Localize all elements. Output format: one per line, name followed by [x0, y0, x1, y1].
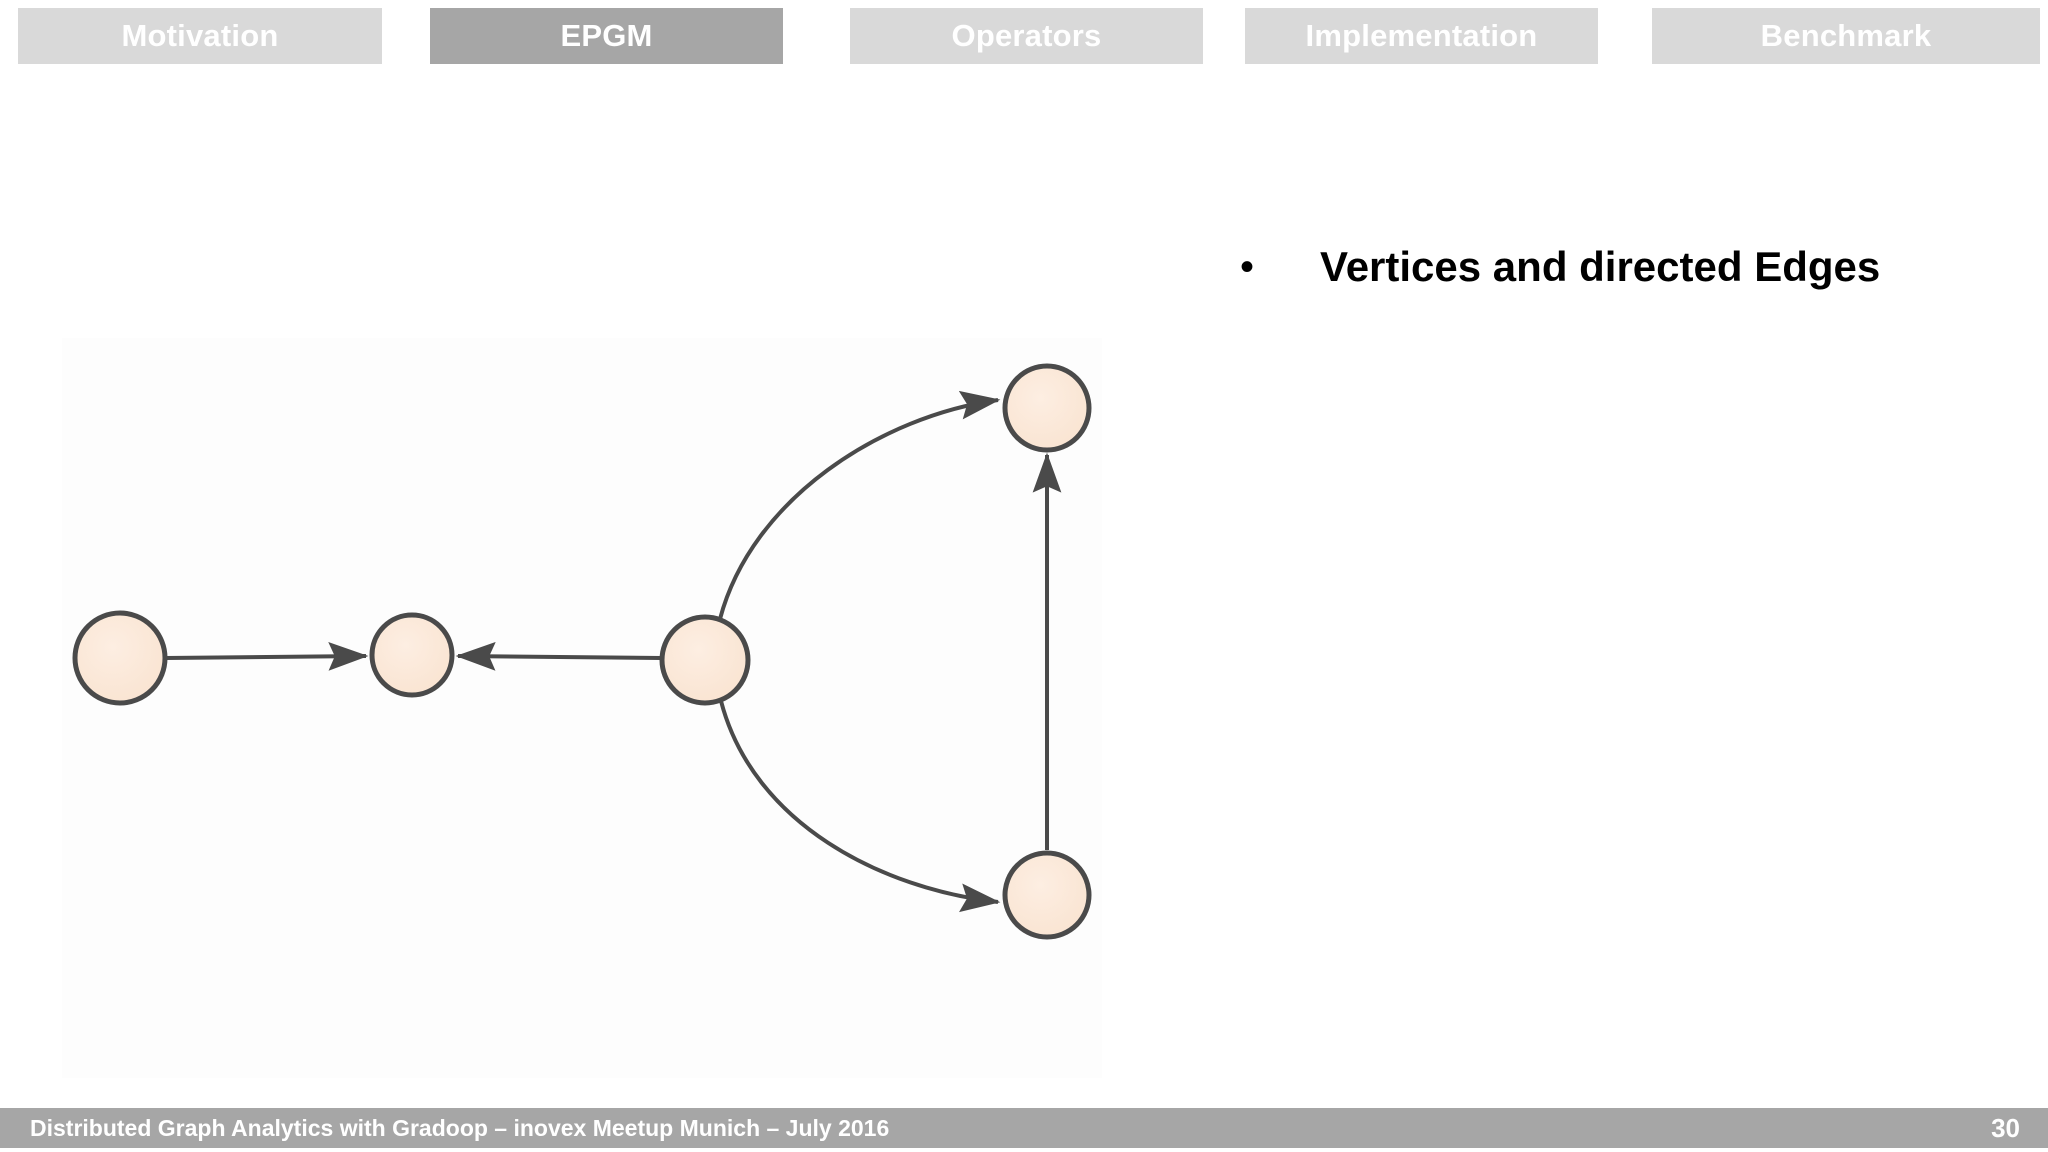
nav-tab-epgm-label: EPGM: [560, 18, 653, 53]
page-number: 30: [1991, 1113, 2020, 1143]
graph-diagram: [62, 338, 1102, 1078]
nav-tab-motivation[interactable]: Motivation: [18, 8, 382, 64]
nav-tab-benchmark[interactable]: Benchmark: [1652, 8, 2040, 64]
section-navigation-bar: Motivation EPGM Operators Implementation…: [0, 0, 2048, 72]
footer-title: Distributed Graph Analytics with Gradoop…: [30, 1115, 890, 1141]
nav-tab-operators[interactable]: Operators: [850, 8, 1203, 64]
edge-n5-from-n3: [719, 700, 1001, 913]
graph-nodes: [72, 363, 1092, 940]
graph-node-n1[interactable]: [72, 610, 168, 706]
nav-tab-implementation[interactable]: Implementation: [1245, 8, 1598, 64]
graph-edges: [165, 390, 1062, 913]
edge-n1-to-n2: [165, 641, 369, 671]
bullet-list: • Vertices and directed Edges: [1240, 238, 2000, 296]
slide-footer: Distributed Graph Analytics with Gradoop…: [0, 1108, 2048, 1148]
graph-node-n3[interactable]: [659, 614, 751, 706]
nav-tab-implementation-label: Implementation: [1305, 18, 1538, 53]
bullet-item: • Vertices and directed Edges: [1240, 238, 2000, 296]
graph-node-n4[interactable]: [1002, 363, 1092, 453]
bullet-item-label: Vertices and directed Edges: [1320, 243, 1881, 290]
edge-n3-to-n2: [455, 641, 662, 671]
bullet-marker-icon: •: [1240, 245, 1255, 289]
nav-tab-motivation-label: Motivation: [121, 18, 279, 53]
nav-tab-epgm[interactable]: EPGM: [430, 8, 783, 64]
nav-tab-benchmark-label: Benchmark: [1760, 18, 1932, 53]
graph-node-n5[interactable]: [1002, 850, 1092, 940]
nav-tab-operators-label: Operators: [951, 18, 1102, 53]
graph-node-n2[interactable]: [369, 612, 455, 698]
graph-diagram-svg: [72, 363, 1092, 940]
edge-n3-to-n4: [718, 390, 1001, 620]
